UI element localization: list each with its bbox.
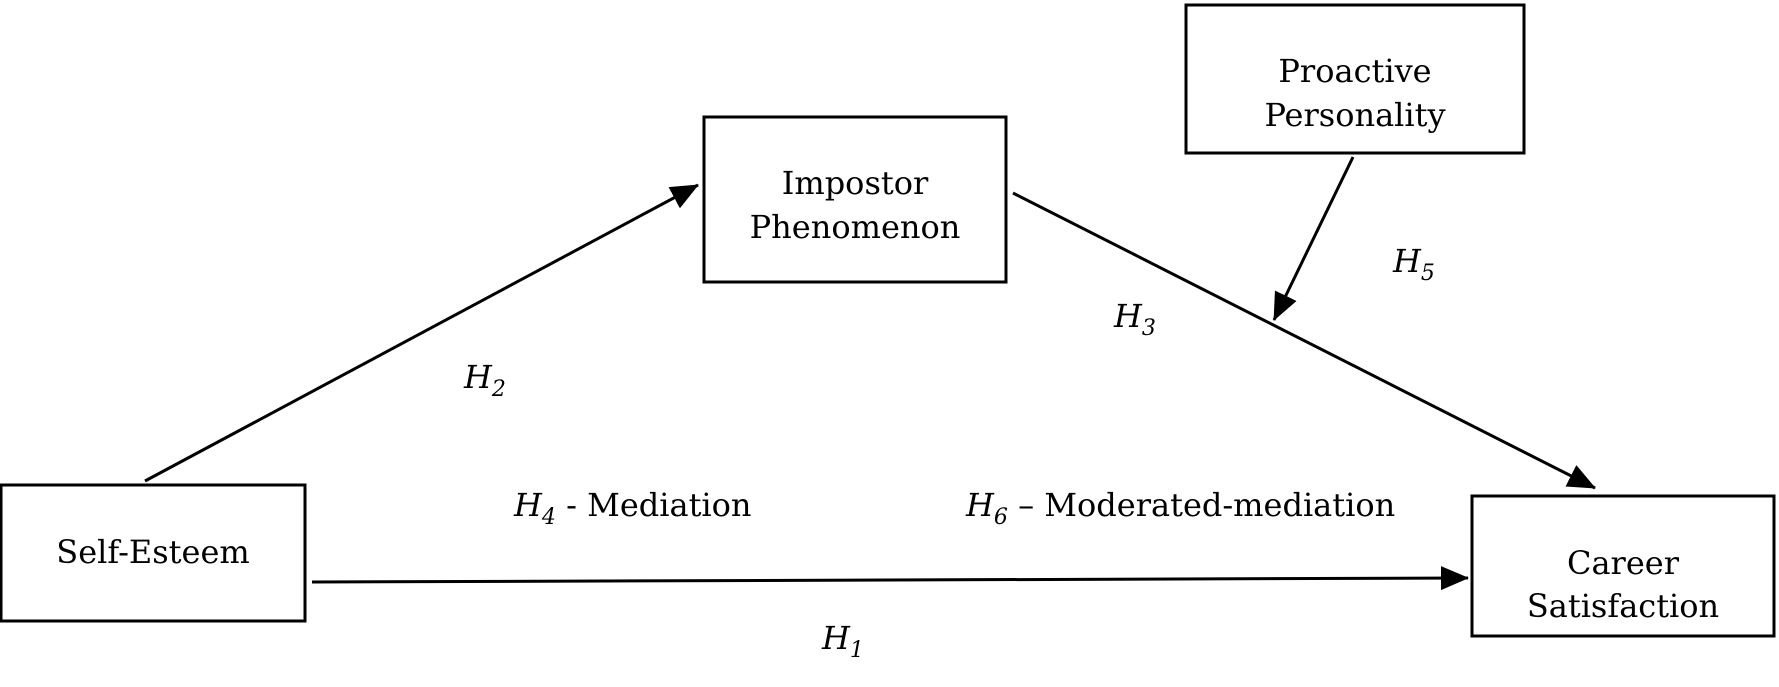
arrow-proactive-moderation <box>1272 156 1355 321</box>
arrow-self-esteem-to-impostor <box>144 183 699 483</box>
label-h1: H1 <box>821 619 864 663</box>
node-proactive-line-2: Personality <box>1264 96 1445 134</box>
label-h2: H2 <box>463 358 506 402</box>
node-self-esteem: Self-Esteem <box>0 483 307 623</box>
label-h5: H5 <box>1392 242 1435 286</box>
node-impostor-line-2: Phenomenon <box>750 208 961 246</box>
node-career-line-2: Satisfaction <box>1527 587 1719 625</box>
node-self-esteem-label: Self-Esteem <box>56 533 249 571</box>
node-impostor-line-1: Impostor <box>782 164 929 202</box>
arrow-impostor-to-career <box>1012 191 1596 490</box>
arrow-self-esteem-to-career <box>311 566 1469 591</box>
label-h6-moderated-mediation: H6 – Moderated-mediation <box>965 486 1395 530</box>
node-impostor-phenomenon: Impostor Phenomenon <box>702 115 1008 284</box>
label-h3: H3 <box>1113 297 1156 341</box>
node-career-line-1: Career <box>1567 544 1680 582</box>
node-proactive-line-1: Proactive <box>1278 52 1431 90</box>
node-proactive-personality: Proactive Personality <box>1184 3 1526 155</box>
node-career-satisfaction: Career Satisfaction <box>1470 494 1776 638</box>
label-h4-mediation: H4 - Mediation <box>513 486 752 530</box>
